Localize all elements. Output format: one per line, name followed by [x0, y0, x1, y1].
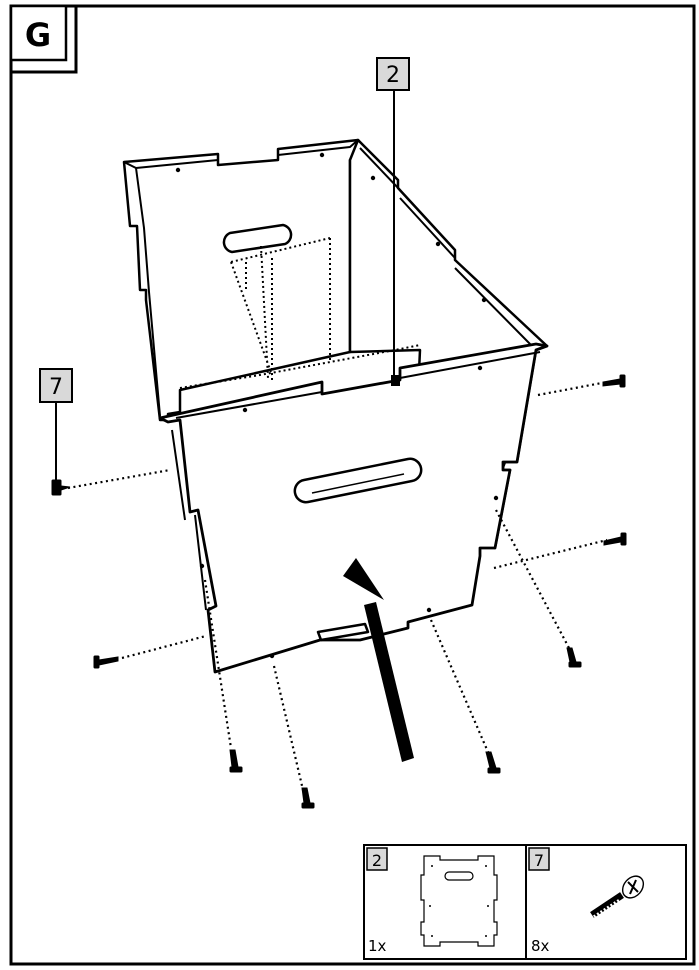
screw-hole [370, 175, 376, 181]
screw-hole [269, 653, 275, 659]
screw-path [537, 380, 608, 397]
front-panel-top-edge [175, 351, 541, 419]
front-panel-bottom-tab [316, 622, 370, 642]
callout-part-7: 7 [39, 368, 73, 480]
parts-list-label: 7 [534, 851, 544, 870]
step-badge: G [9, 4, 78, 74]
screw-paths [67, 380, 608, 791]
screw-hole [242, 407, 248, 413]
back-handle-slot [222, 223, 293, 254]
screw-path [203, 579, 233, 749]
screw-path [495, 509, 570, 649]
screw-path [429, 619, 490, 753]
front-panel-left-rabbet [171, 429, 207, 611]
front-panel [158, 342, 549, 674]
screw-hole [435, 241, 441, 247]
page-frame [9, 4, 696, 966]
screw-path [272, 665, 305, 791]
screw-path [121, 634, 207, 660]
screw-hole [477, 365, 483, 371]
front-handle-slot [293, 457, 423, 504]
panel-thumbnail-holes [429, 865, 489, 937]
callout-label: 2 [386, 63, 400, 88]
parts-list-item-2: 2 1x [366, 847, 498, 955]
box-assembly [122, 138, 549, 674]
push-direction-arrow [343, 558, 414, 762]
parts-list-quantity: 8x [531, 937, 550, 955]
screw-hole [175, 167, 181, 173]
back-panel [122, 138, 397, 422]
screw-hole [426, 607, 432, 613]
front-handle-inner [311, 473, 405, 494]
screw-icon [485, 751, 501, 774]
screw-hole [493, 495, 499, 501]
screw-path [493, 538, 608, 570]
step-letter: G [25, 16, 51, 54]
screw-icon [301, 787, 315, 809]
parts-list-item-7: 7 8x [528, 847, 645, 955]
parts-list-quantity: 1x [368, 937, 387, 955]
callout-part-2: 2 [376, 57, 410, 377]
back-panel-inner-edge [135, 167, 161, 417]
panel-thumbnail-icon [420, 855, 498, 947]
screw-hole [199, 563, 205, 569]
screw-icon [603, 532, 627, 546]
screw-holes [175, 152, 499, 659]
screws [51, 374, 627, 809]
panel-thumbnail-handle [444, 871, 474, 881]
screw-icon [93, 655, 119, 669]
screw-icon [602, 374, 626, 388]
parts-list: 2 1x 7 8x [363, 844, 687, 960]
parts-list-label: 2 [372, 851, 382, 870]
callout-label: 7 [49, 375, 63, 400]
bottom-panel-hidden [179, 344, 421, 389]
screw-icon [566, 647, 582, 668]
screw-thumbnail-icon [590, 875, 645, 919]
screw-icon [229, 749, 243, 773]
screw-path [67, 468, 171, 490]
screw-hole [319, 152, 325, 158]
part-2-marker [391, 375, 400, 386]
screw-hole [481, 297, 487, 303]
back-panel-top-edge [123, 139, 359, 169]
screw-icon [51, 479, 71, 496]
divider-hidden-lines [230, 237, 331, 380]
